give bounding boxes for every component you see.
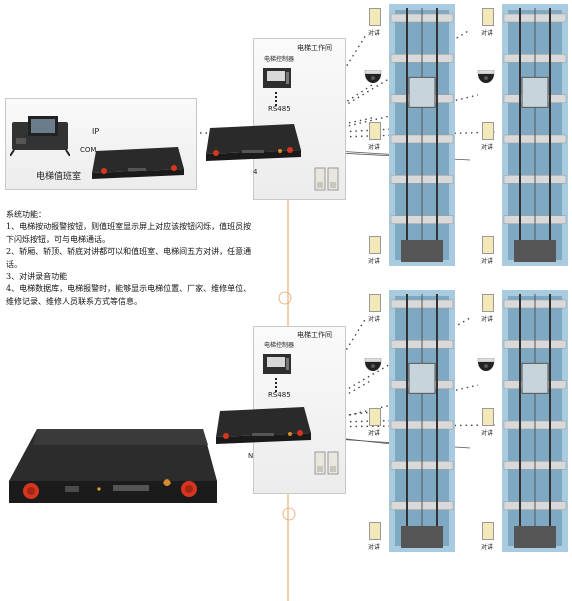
dome-camera-icon [364, 358, 382, 371]
intercom-label: 对讲 [368, 143, 381, 151]
intercom-box [482, 121, 494, 140]
elevator-shaft-3 [389, 290, 455, 552]
function-item-4: 4、电梯数据库，电梯报警时，能够显示电梯位置、厂家、维修单位、维修记录、维修人员… [6, 284, 252, 306]
ip-label: IP [92, 127, 100, 136]
machine-room-bottom-title: 电梯工作间 [297, 331, 332, 339]
elevator-shaft-1 [389, 4, 455, 266]
intercom-box [369, 236, 381, 254]
duty-console-icon [10, 116, 70, 156]
bottom-router-device [216, 407, 311, 444]
elevator-shaft-4 [502, 290, 568, 552]
function-item-2: 2、轿厢、轿顶、轿底对讲都可以和值班室、电梯间五方对讲，任意通话。 [6, 247, 252, 269]
intercom-box [482, 8, 494, 26]
controller-label-bottom: 电梯控制器 [264, 342, 295, 349]
elevator-shaft-2 [502, 4, 568, 266]
router-top-tag: 4 [253, 168, 258, 176]
intercom-box [369, 8, 381, 26]
intercom-label: 对讲 [368, 30, 381, 37]
dome-camera-icon [364, 70, 382, 83]
machine-room-top-title: 电梯工作间 [297, 44, 332, 52]
function-item-3: 3、对讲录音功能 [6, 272, 68, 282]
elevator-controller-icon [263, 68, 291, 88]
intercom-label: 对讲 [481, 30, 494, 37]
router-bottom-tag: N [248, 452, 254, 460]
top-router-device [206, 124, 301, 161]
com-label: COM [80, 146, 97, 154]
intercom-label: 对讲 [368, 316, 381, 323]
controller-label-top: 电梯控制器 [264, 56, 295, 63]
intercom-box [369, 121, 381, 140]
duty-router-device [92, 147, 184, 179]
machine-room-top-panel [253, 38, 346, 200]
intercom-box [482, 407, 494, 426]
router-product-photo [9, 429, 217, 503]
system-functions: 系统功能： 1、电梯按动报警按钮，则值班室显示屏上对应该按钮闪烁，值班员按下闪烁… [6, 209, 256, 308]
dome-camera-icon [477, 70, 495, 83]
function-item-1: 1、电梯按动报警按钮，则值班室显示屏上对应该按钮闪烁，值班员按下闪烁按钮，可与电… [6, 222, 252, 244]
intercom-label: 对讲 [368, 258, 381, 265]
intercom-box [369, 407, 381, 426]
intercom-label: 对讲 [481, 544, 494, 551]
intercom-box [482, 294, 494, 312]
rs485-label-bottom: RS485 [268, 391, 291, 399]
intercom-label: 对讲 [481, 429, 494, 437]
intercom-box [369, 522, 381, 540]
intercom-label: 对讲 [481, 258, 494, 265]
intercom-label: 对讲 [368, 544, 381, 551]
duty-room-label: 电梯值班室 [36, 172, 82, 182]
intercom-handset-bottom [314, 451, 339, 475]
dome-camera-icon [477, 358, 495, 371]
elevator-controller-icon-bottom [263, 354, 291, 374]
controller-arrow-bottom [275, 378, 277, 392]
intercom-box [369, 294, 381, 312]
controller-arrow [275, 92, 277, 106]
intercom-label: 对讲 [481, 316, 494, 323]
intercom-box [482, 522, 494, 540]
rs485-label-top: RS485 [268, 105, 291, 113]
intercom-label: 对讲 [368, 429, 381, 437]
intercom-handset-top [314, 167, 339, 191]
system-functions-heading: 系统功能： [6, 210, 46, 219]
intercom-box [482, 236, 494, 254]
intercom-label: 对讲 [481, 143, 494, 151]
